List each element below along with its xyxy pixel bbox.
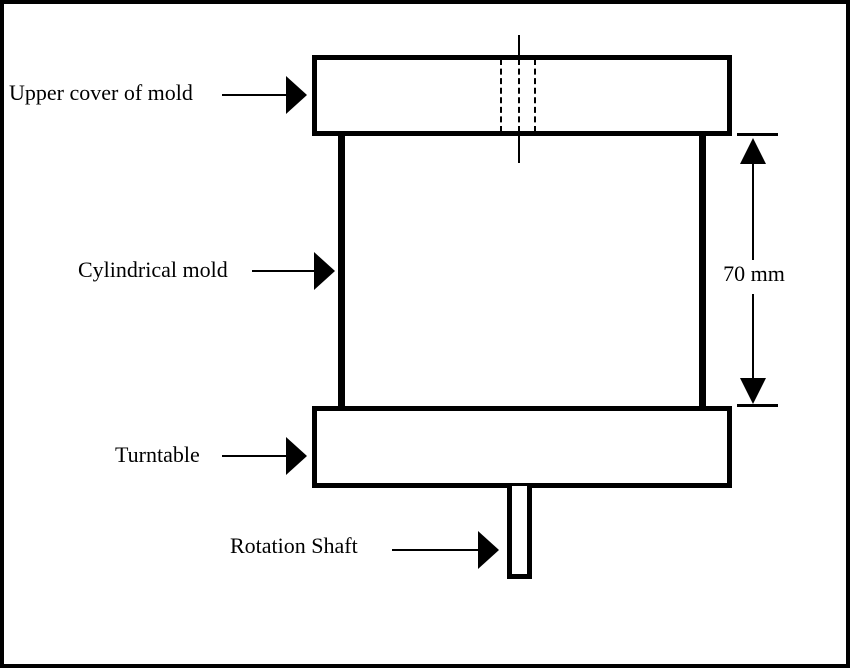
hole-centerline-dashed [518,59,520,132]
hole-hidden-line-right [534,59,536,132]
label-rotation-shaft: Rotation Shaft [230,533,358,558]
leader-arrow-right-icon [286,76,307,114]
dimension-tick-bottom [737,404,778,407]
centerline-bottom [518,133,520,163]
leader-line-upper-cover [222,94,288,96]
dimension-tick-top [737,133,778,136]
dimension-arrow-down-icon [740,378,766,404]
dimension-line-upper [752,160,754,260]
turntable-rect [312,406,732,488]
label-cylindrical-mold: Cylindrical mold [78,257,228,282]
centerline-top [518,35,520,57]
dimension-line-lower [752,294,754,380]
label-turntable: Turntable [115,442,200,467]
rotation-shaft-rect [507,486,532,579]
dimension-arrow-up-icon [740,138,766,164]
leader-arrow-right-icon [286,437,307,475]
label-upper-cover: Upper cover of mold [9,80,193,105]
mold-wall-left [338,131,345,409]
dimension-label: 70 mm [718,261,790,287]
leader-line-rotation-shaft [392,549,480,551]
mold-wall-right [699,131,706,409]
leader-line-turntable [222,455,288,457]
leader-arrow-right-icon [478,531,499,569]
leader-arrow-right-icon [314,252,335,290]
hole-hidden-line-left [500,59,502,132]
leader-line-cylindrical-mold [252,270,316,272]
upper-cover-rect [312,55,732,136]
